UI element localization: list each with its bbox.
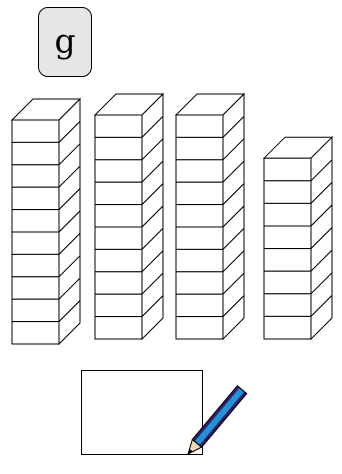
block [12,210,59,232]
block [176,182,223,204]
block [12,299,59,321]
block [264,181,311,204]
block-tower [264,137,332,339]
block [176,137,223,159]
block [264,249,311,272]
block [12,277,59,299]
block [264,158,311,181]
block [176,294,223,316]
block [95,227,142,249]
block [264,271,311,294]
block [264,294,311,317]
block [176,115,223,137]
block [12,322,59,344]
block [264,226,311,249]
block [12,187,59,209]
block [95,137,142,159]
block [95,115,142,137]
block [176,317,223,339]
block [176,205,223,227]
block-tower [12,99,80,344]
block [95,205,142,227]
block [12,165,59,187]
block [95,182,142,204]
block [12,232,59,254]
block [12,120,59,142]
block [12,142,59,164]
block [95,317,142,339]
pencil-icon[interactable] [183,378,251,458]
block-tower [95,94,163,339]
block [176,227,223,249]
block-tower [176,94,244,339]
block [264,316,311,339]
block [176,272,223,294]
block [95,249,142,271]
block [95,272,142,294]
block [12,254,59,276]
block [95,294,142,316]
block [176,249,223,271]
block [176,160,223,182]
block [264,203,311,226]
block [95,160,142,182]
